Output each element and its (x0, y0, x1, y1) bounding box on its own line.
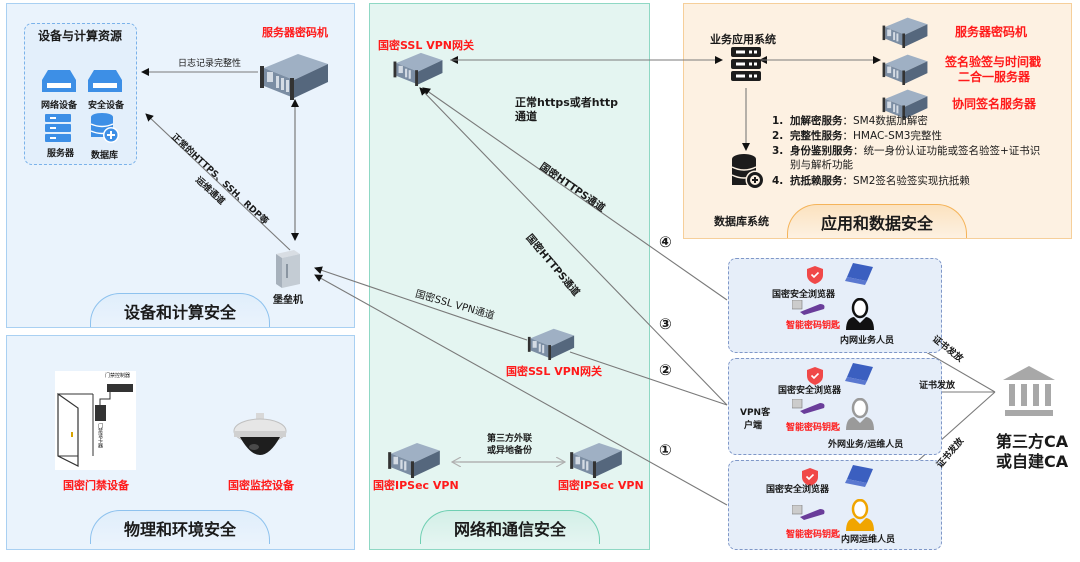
door-icon (57, 384, 133, 467)
service-item: 2.完整性服务：HMAC-SM3完整性 (772, 130, 942, 142)
business-app-icon (731, 47, 761, 81)
surveillance-label: 国密监控设备 (228, 479, 294, 492)
compute-resources-title: 设备与计算资源 (37, 29, 122, 43)
server-crypto-machine-icon (260, 54, 328, 100)
app-data-panel (683, 3, 1072, 239)
role-label: 内网运维人员 (841, 535, 896, 545)
ops-channel-arrow (145, 113, 291, 251)
role-label: 内网业务人员 (840, 336, 895, 346)
physical-env-title: 物理和环境安全 (90, 510, 270, 544)
bastion-host-icon (276, 250, 300, 288)
database-system-icon (731, 154, 765, 190)
laptop-icon (845, 363, 873, 385)
vpn-client-label-line1: VPN客 (740, 408, 771, 418)
network-device-icon (42, 70, 76, 92)
security-device-icon (88, 70, 122, 92)
business-app-label: 业务应用系统 (710, 33, 776, 46)
smart-key-label: 智能密码钥匙 (786, 321, 841, 331)
database-system-label: 数据库系统 (714, 215, 769, 228)
ca-building-icon (1003, 366, 1055, 416)
ipsec-vpn-left-label: 国密IPSec VPN (373, 479, 459, 492)
smart-key-icon (792, 399, 825, 414)
ipsec-vpn-right-label: 国密IPSec VPN (558, 479, 644, 492)
laptop-icon (845, 263, 873, 285)
third-party-label-line2: 或异地备份 (487, 446, 533, 456)
card-reader-caption: 门禁读卡器 (97, 423, 103, 448)
https-channel-line-4 (422, 87, 728, 301)
collaborative-sign-server-icon (882, 89, 928, 120)
https-channel-line-3 (419, 87, 728, 406)
server-icon (45, 114, 71, 142)
ssl-vpn-gateway-mid-icon (527, 328, 575, 360)
normal-channel-label-line2: 通道 (515, 110, 537, 123)
ca-label-line1: 第三方CA (996, 432, 1069, 451)
user-avatar-icon (846, 398, 874, 430)
user-group-external (728, 358, 942, 455)
compute-resources-group (24, 23, 137, 165)
ipsec-vpn-left-icon (388, 443, 440, 478)
path-number-1: ① (659, 441, 672, 459)
path-number-3: ③ (659, 315, 672, 333)
path-number-4: ④ (659, 233, 672, 251)
third-party-label-line1: 第三方外联 (487, 434, 533, 444)
bastion-host-label: 堡垒机 (273, 295, 303, 306)
access-controller-caption: 门禁控制器 (105, 373, 131, 379)
shield-icon (807, 266, 823, 284)
ssl-vpn-channel-line (314, 266, 528, 341)
service-item: 3.身份鉴别服务：统一身份认证功能或签名验签+证书识 (772, 145, 1041, 157)
smart-key-label: 智能密码钥匙 (786, 423, 841, 433)
ca-issue-label-mid: 证书发放 (919, 381, 956, 391)
app-server-crypto-icon (882, 17, 928, 48)
sign-verify-timestamp-label-line1: 签名验签与时间戳 (945, 55, 1042, 69)
log-integrity-label: 日志记录完整性 (178, 59, 242, 69)
surveillance-camera-icon (233, 413, 287, 455)
vpn-client-label-line2: 户端 (744, 421, 763, 431)
normal-channel-label-line1: 正常https或者http (515, 96, 618, 109)
shield-icon (807, 367, 823, 385)
path-number-2: ② (659, 361, 672, 379)
network-comm-title: 网络和通信安全 (420, 510, 600, 544)
user-avatar-icon (846, 499, 874, 531)
ipsec-vpn-right-icon (570, 443, 622, 478)
access-control-label: 国密门禁设备 (63, 479, 129, 492)
database-label: 数据库 (91, 151, 119, 161)
collaborative-sign-label: 协同签名服务器 (952, 97, 1037, 111)
sign-verify-timestamp-label-line2: 二合一服务器 (958, 70, 1031, 84)
user-group-intranet-ops (728, 460, 942, 550)
service-item: 1.加解密服务：SM4数据加解密 (772, 115, 928, 127)
ssl-vpn-gateway-mid-label: 国密SSL VPN网关 (506, 365, 602, 378)
service-item: 4.抗抵赖服务：SM2签名验签实现抗抵赖 (772, 175, 970, 187)
server-label: 服务器 (47, 149, 75, 159)
ssl-vpn-gateway-top-icon (393, 52, 443, 86)
network-device-label: 网络设备 (41, 101, 78, 111)
ssl-vpn-gateway-top-label: 国密SSL VPN网关 (378, 39, 474, 52)
shield-icon (802, 468, 818, 486)
security-device-label: 安全设备 (88, 101, 125, 111)
browser-label: 国密安全浏览器 (766, 485, 830, 495)
user-group-intranet-business (728, 258, 942, 353)
device-compute-title: 设备和计算安全 (90, 293, 270, 327)
ssl-vpn-client-line (569, 351, 728, 406)
database-icon (90, 113, 119, 143)
app-server-crypto-label: 服务器密码机 (955, 25, 1028, 39)
path-1-line (314, 274, 728, 506)
access-control-diagram: 门禁控制器 门禁读卡器 (55, 371, 136, 470)
smart-key-icon (792, 505, 825, 520)
services-list: 1.加解密服务：SM4数据加解密 2.完整性服务：HMAC-SM3完整性 3.身… (772, 114, 1072, 189)
ca-label-line2: 或自建CA (996, 452, 1069, 471)
smart-key-label: 智能密码钥匙 (786, 530, 841, 540)
service-item-continued: 别与解析功能 (790, 159, 853, 171)
browser-label: 国密安全浏览器 (778, 386, 842, 396)
smart-key-icon (792, 300, 825, 315)
user-avatar-icon (846, 298, 874, 330)
device-server-crypto-label: 服务器密码机 (262, 26, 328, 39)
sign-verify-timestamp-server-icon (882, 54, 928, 85)
laptop-icon (845, 465, 873, 487)
browser-label: 国密安全浏览器 (772, 290, 836, 300)
role-label: 外网业务/运维人员 (828, 440, 904, 450)
